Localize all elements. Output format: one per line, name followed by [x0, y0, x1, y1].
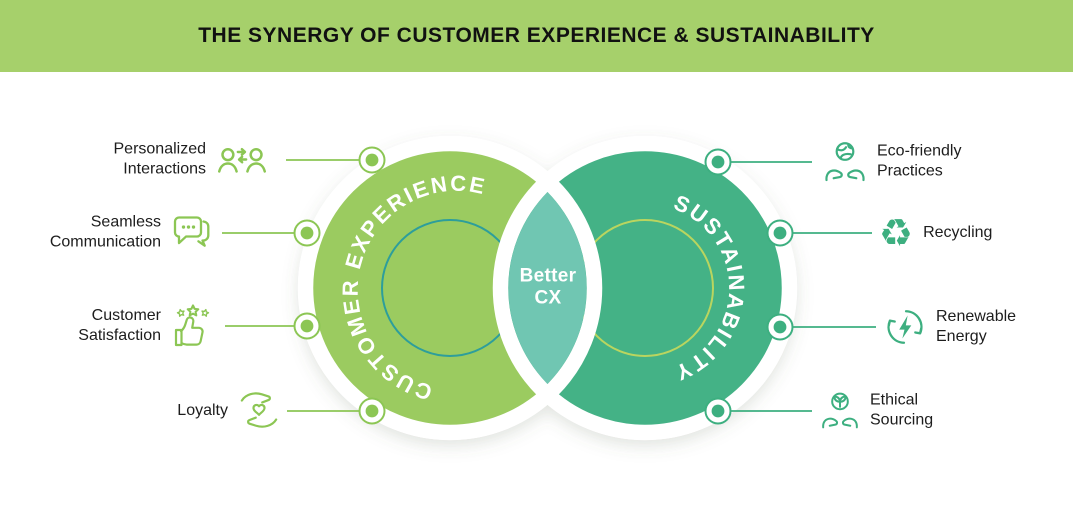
better-cx-label: Better CX [520, 266, 577, 311]
better-cx-line2: CX [534, 288, 562, 309]
item-label: Loyalty [177, 401, 228, 419]
chat-bubbles-icon [171, 215, 213, 251]
thumbs-up-stars-icon [171, 304, 215, 348]
marker-ethical-sourcing [704, 397, 732, 425]
marker-recycling [766, 219, 794, 247]
marker-loyalty [358, 397, 386, 425]
renewable-arrows-icon [884, 306, 926, 348]
intersection-lens [508, 192, 587, 384]
item-label: Eco-friendly Practices [877, 142, 962, 180]
right-white-ring [492, 135, 798, 441]
recycle-icon: ♻ [879, 211, 914, 255]
item-label: Renewable Energy [936, 307, 1017, 345]
hands-globe-icon [823, 142, 867, 182]
item-loyalty: Loyalty [177, 391, 280, 431]
item-renewable-energy: Renewable Energy [884, 306, 1016, 348]
title-bar: THE SYNERGY OF CUSTOMER EXPERIENCE & SUS… [0, 0, 1073, 72]
people-exchange-icon [216, 145, 268, 175]
marker-customer-satisfaction [293, 312, 321, 340]
marker-eco-friendly [704, 148, 732, 176]
item-label: Recycling [923, 223, 993, 241]
page-title: THE SYNERGY OF CUSTOMER EXPERIENCE & SUS… [198, 24, 875, 47]
item-label: Seamless Communication [49, 213, 161, 251]
left-markers [293, 146, 386, 425]
right-connectors [731, 161, 876, 412]
item-label: Personalized Interactions [113, 140, 207, 178]
item-ethical-sourcing: Ethical Sourcing [820, 391, 933, 432]
item-personalized-interactions: Personalized Interactions [114, 140, 269, 181]
left-connectors [222, 159, 359, 412]
item-eco-friendly-practices: Eco-friendly Practices [823, 142, 961, 183]
left-white-ring [297, 135, 603, 441]
marker-renewable-energy [766, 313, 794, 341]
right-markers [704, 148, 794, 425]
hands-seedling-icon [820, 391, 860, 431]
marker-seamless-communication [293, 219, 321, 247]
item-seamless-communication: Seamless Communication [50, 213, 213, 254]
marker-personalized-interactions [358, 146, 386, 174]
item-label: Ethical Sourcing [870, 391, 934, 429]
item-label: Customer Satisfaction [78, 306, 161, 344]
item-recycling: ♻ Recycling [879, 214, 992, 252]
better-cx-line1: Better [519, 265, 577, 287]
hands-heart-icon [238, 391, 280, 431]
item-customer-satisfaction: Customer Satisfaction [78, 304, 215, 348]
